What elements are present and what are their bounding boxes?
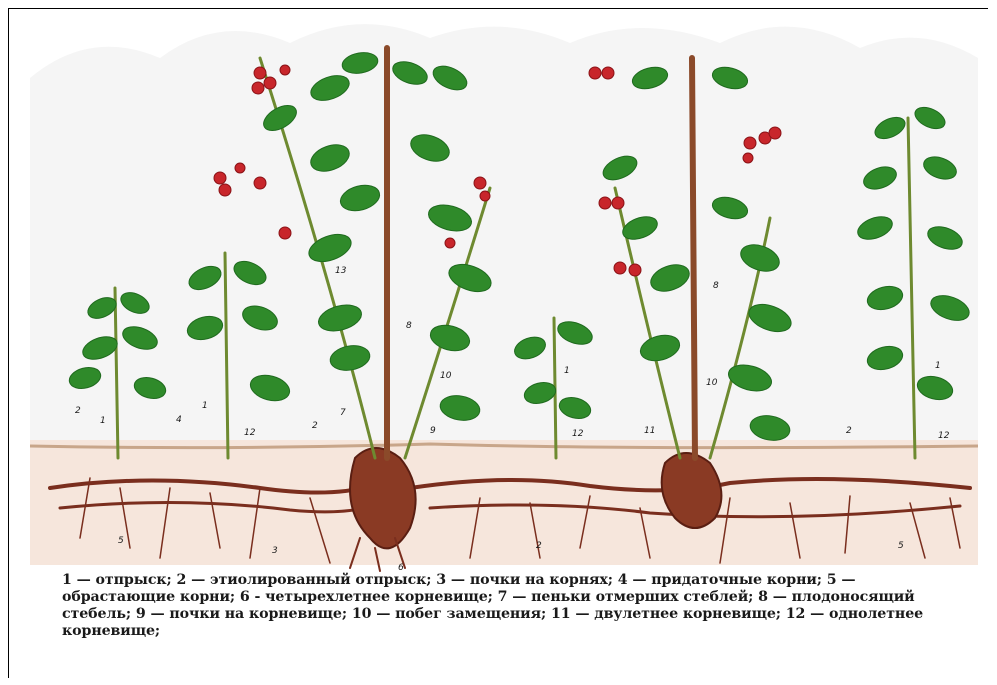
figure-caption: 1 — отпрыск; 2 — этиолированный отпрыск;… bbox=[62, 572, 952, 640]
label-5-left: 5 bbox=[118, 536, 124, 546]
label-1-mid: 1 bbox=[564, 366, 570, 376]
label-1-right: 1 bbox=[935, 361, 941, 371]
label-2-left: 2 bbox=[75, 406, 81, 416]
raspberry-plant-illustration: 1 1 1 1 2 2 2 2 3 4 5 5 6 7 8 8 9 10 10 … bbox=[30, 18, 978, 573]
label-13: 13 bbox=[335, 266, 347, 276]
label-3: 3 bbox=[272, 546, 278, 556]
label-10-left: 10 bbox=[440, 371, 452, 381]
label-11: 11 bbox=[644, 426, 655, 436]
label-5-right: 5 bbox=[898, 541, 904, 551]
label-12-right: 12 bbox=[938, 431, 950, 441]
label-2-right: 2 bbox=[846, 426, 852, 436]
label-7: 7 bbox=[340, 408, 346, 418]
label-1-left: 1 bbox=[100, 416, 106, 426]
label-8-left: 8 bbox=[406, 321, 412, 331]
label-10-right: 10 bbox=[706, 378, 718, 388]
sky-background bbox=[30, 24, 978, 448]
label-4: 4 bbox=[176, 415, 182, 425]
label-12-left: 12 bbox=[244, 428, 256, 438]
label-2-bottom: 2 bbox=[536, 541, 542, 551]
label-2-mid: 2 bbox=[312, 421, 318, 431]
label-8-right: 8 bbox=[713, 281, 719, 291]
label-12-mid: 12 bbox=[572, 429, 584, 439]
label-9: 9 bbox=[430, 426, 436, 436]
label-1-second: 1 bbox=[202, 401, 208, 411]
